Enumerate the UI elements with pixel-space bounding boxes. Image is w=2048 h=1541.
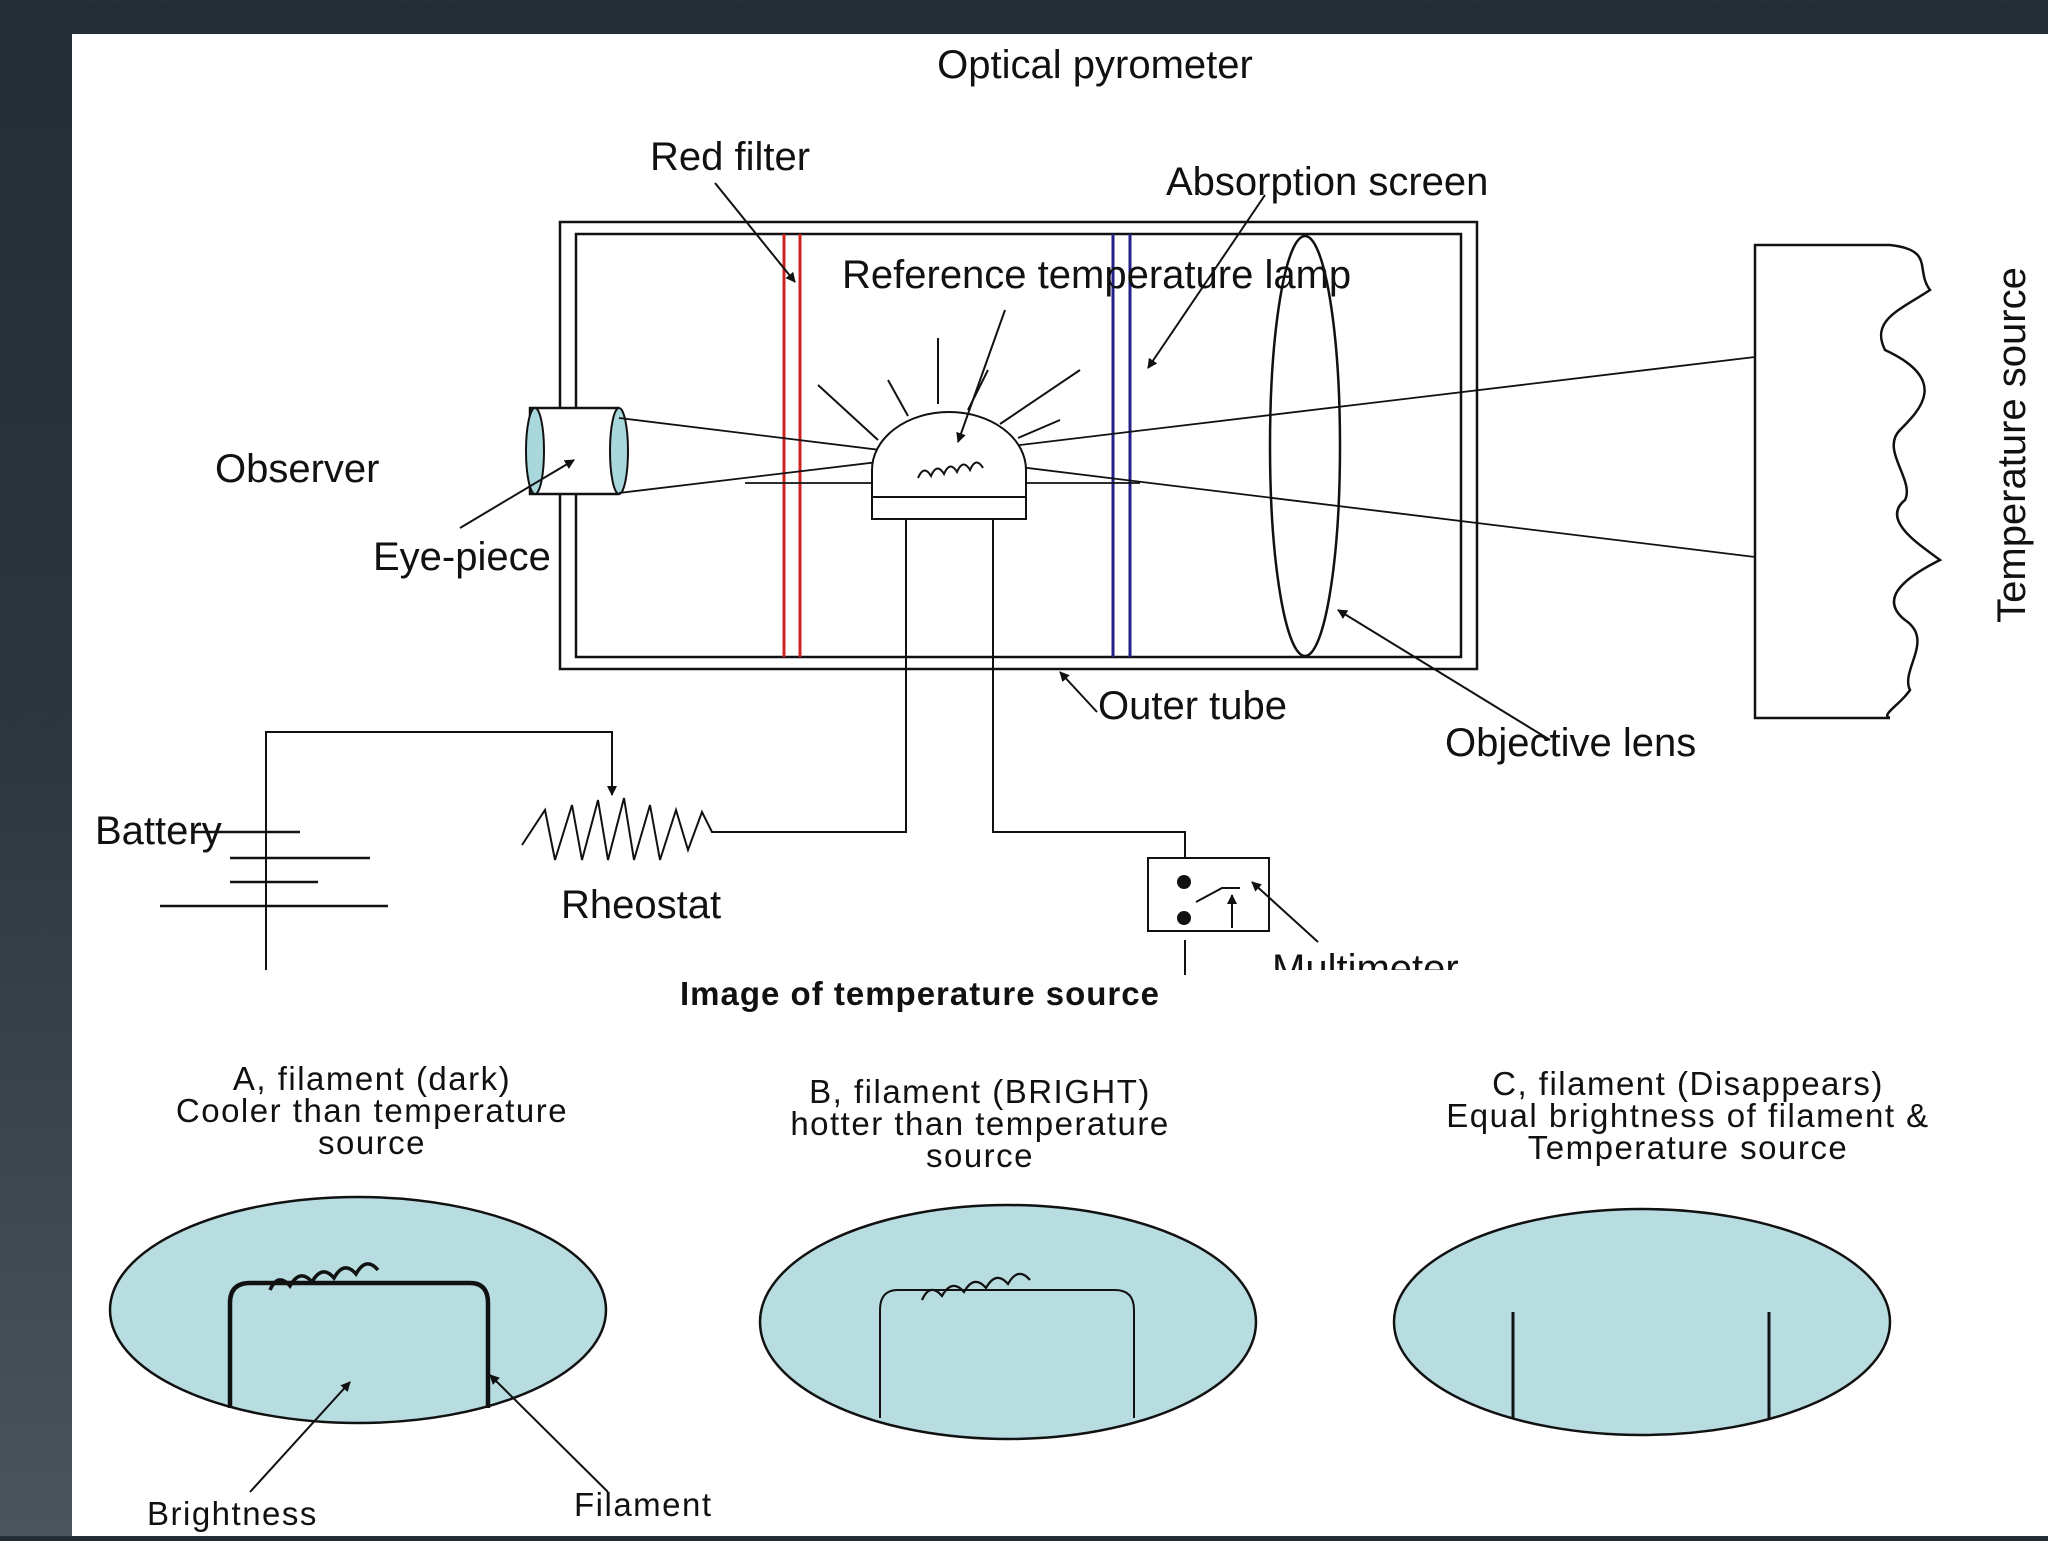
panel-c-line-1: C, filament (Disappears) [1492, 1065, 1884, 1102]
panel-a-line-2: Cooler than temperature [176, 1092, 568, 1129]
label-red-filter: Red filter [650, 135, 810, 179]
temperature-source [1753, 243, 1943, 720]
absorption-screen [1111, 234, 1132, 657]
view-a-leaders [249, 1374, 609, 1493]
multimeter [1147, 857, 1270, 932]
views-heading: Image of temperature source [680, 975, 1160, 1012]
red-filter [782, 234, 802, 657]
panel-a-line-1: A, filament (dark) [233, 1060, 511, 1097]
panel-c-caption: C, filament (Disappears) Equal brightnes… [1446, 1065, 1929, 1166]
view-a-filament-dark [108, 1195, 608, 1425]
label-absorption-screen: Absorption screen [1166, 160, 1488, 204]
diagram-title: Optical pyrometer [937, 43, 1253, 87]
label-reference-lamp: Reference temperature lamp [842, 253, 1351, 297]
view-b-filament-bright [758, 1203, 1258, 1441]
panel-b-line-2: hotter than temperature [790, 1105, 1169, 1142]
leader-lines [459, 182, 1551, 943]
panel-a-line-3: source [318, 1124, 426, 1161]
label-observer: Observer [215, 447, 380, 491]
label-eye-piece: Eye-piece [373, 535, 551, 579]
label-battery: Battery [95, 809, 222, 853]
label-temperature-source: Temperature source [1990, 267, 2034, 623]
label-filament: Filament [574, 1486, 713, 1523]
label-objective-lens: Objective lens [1445, 721, 1696, 765]
label-rheostat: Rheostat [561, 883, 721, 927]
objective-lens [1268, 234, 1342, 658]
panel-c-line-2: Equal brightness of filament & [1446, 1097, 1929, 1134]
panel-a-caption: A, filament (dark) Cooler than temperatu… [176, 1060, 568, 1161]
reference-lamp [817, 338, 1081, 520]
label-brightness: Brightness [147, 1495, 318, 1532]
panel-b-line-1: B, filament (BRIGHT) [809, 1073, 1151, 1110]
label-outer-tube: Outer tube [1098, 684, 1287, 728]
panel-b-line-3: source [926, 1137, 1034, 1174]
battery [160, 830, 388, 908]
label-multimeter: Multimeter [1272, 947, 1459, 991]
eye-piece [525, 406, 629, 496]
view-c-filament-disappears [1392, 1207, 1892, 1437]
panel-c-line-3: Temperature source [1528, 1129, 1848, 1166]
panel-b-caption: B, filament (BRIGHT) hotter than tempera… [790, 1073, 1169, 1174]
rheostat [521, 797, 722, 861]
